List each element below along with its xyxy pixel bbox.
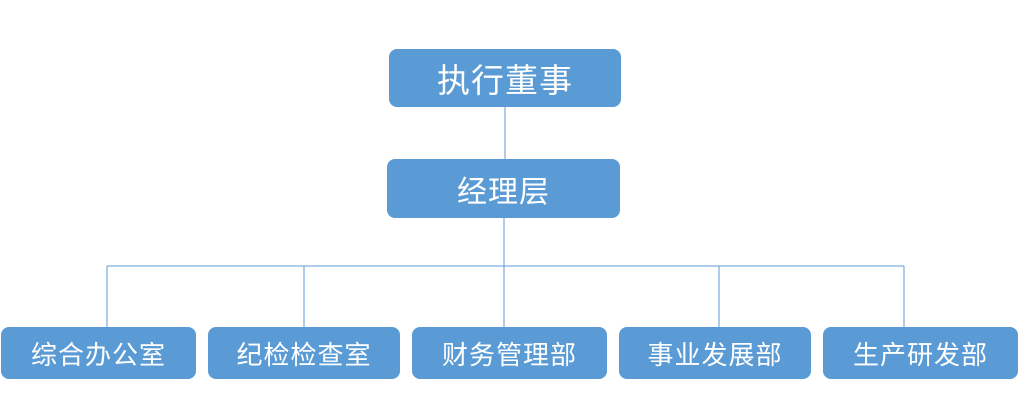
node-management-label: 经理层 — [457, 174, 550, 210]
node-general-office-label: 综合办公室 — [30, 340, 166, 371]
node-finance-department-label: 财务管理部 — [441, 340, 577, 371]
node-general-office: 综合办公室 — [1, 327, 196, 379]
node-executive-director-label: 执行董事 — [437, 61, 573, 100]
node-production-rnd-label: 生产研发部 — [852, 340, 988, 371]
node-production-rnd: 生产研发部 — [823, 327, 1018, 379]
node-finance-department: 财务管理部 — [412, 327, 607, 379]
node-business-development-label: 事业发展部 — [647, 340, 783, 371]
node-discipline-inspection: 纪检检查室 — [208, 327, 400, 379]
node-discipline-inspection-label: 纪检检查室 — [236, 340, 372, 371]
node-management: 经理层 — [387, 159, 620, 218]
node-executive-director: 执行董事 — [389, 49, 621, 107]
node-business-development: 事业发展部 — [619, 327, 811, 379]
